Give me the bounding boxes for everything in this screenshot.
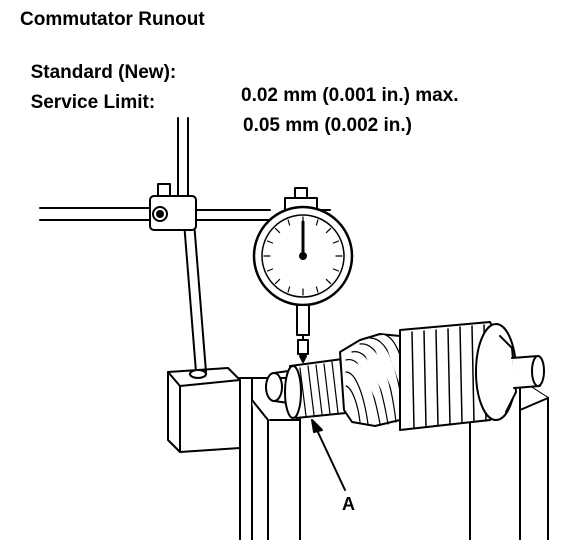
horizontal-arm: [39, 207, 331, 221]
v-block-left: [239, 377, 301, 540]
spec-title: Commutator Runout: [20, 9, 205, 30]
spec-standard: Standard (New): 0.02 mm (0.001 in.) max.: [20, 38, 459, 107]
spec-standard-value: 0.02 mm (0.001 in.) max.: [241, 85, 459, 106]
spec-service-limit: Service Limit: 0.05 mm (0.002 in.): [20, 68, 412, 137]
dial-indicator: [252, 187, 354, 363]
callout-leader: [311, 419, 346, 491]
magnetic-base: [167, 367, 241, 453]
callout-label-a: A: [342, 494, 355, 514]
spec-service-limit-value: 0.05 mm (0.002 in.): [243, 115, 412, 136]
spec-service-limit-label: Service Limit:: [30, 92, 156, 113]
armature: [265, 321, 545, 431]
rod-clamp: [149, 183, 197, 231]
spec-standard-label: Standard (New):: [30, 62, 177, 83]
stand-rod: [177, 117, 207, 379]
